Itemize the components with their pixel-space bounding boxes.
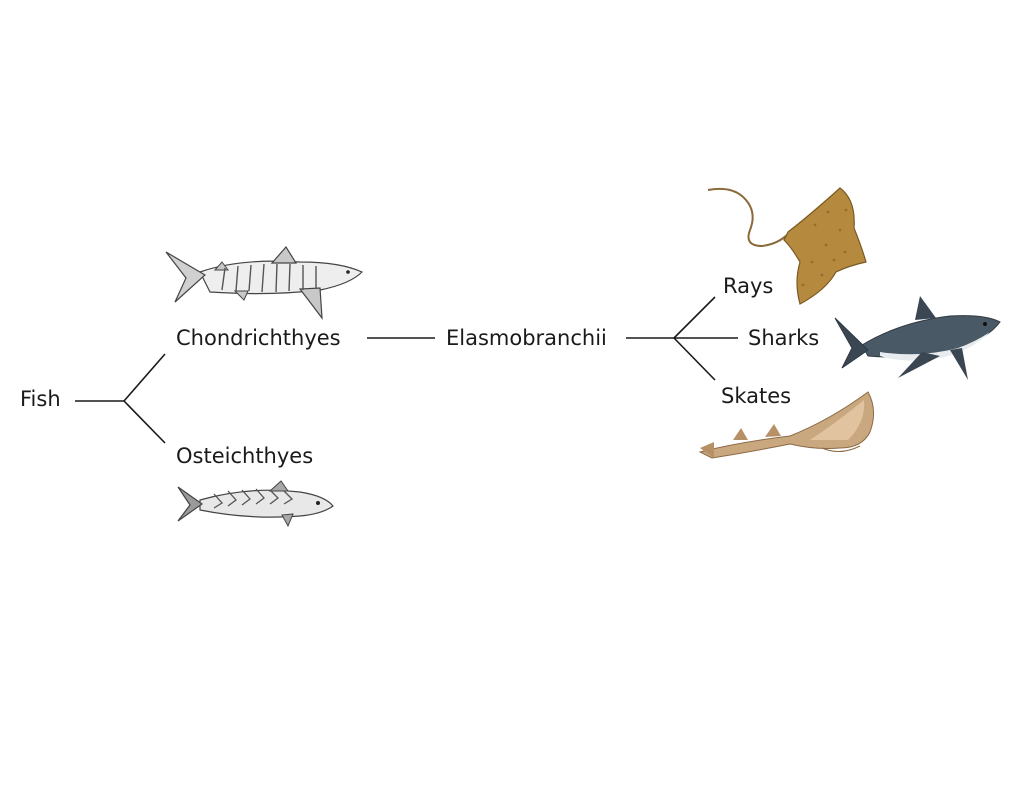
node-elasmobranchii: Elasmobranchii xyxy=(446,326,607,350)
node-osteichthyes: Osteichthyes xyxy=(176,444,314,468)
elasmobranchii-to-skates-branch xyxy=(673,337,716,381)
elasmobranchii-to-rays-branch xyxy=(673,296,716,339)
great-white-shark-illustration xyxy=(834,296,1001,380)
tiger-shark-illustration xyxy=(165,245,364,320)
fish-to-chondrichthyes-branch xyxy=(123,353,166,402)
guitarfish-illustration xyxy=(698,391,874,459)
node-fish: Fish xyxy=(20,387,61,411)
node-skates: Skates xyxy=(721,384,792,408)
node-rays: Rays xyxy=(723,274,774,298)
node-chondrichthyes: Chondrichthyes xyxy=(176,326,341,350)
fish-to-osteichthyes-branch xyxy=(123,400,166,444)
eagle-ray-illustration xyxy=(707,187,867,305)
mackerel-illustration xyxy=(177,480,334,528)
node-sharks: Sharks xyxy=(748,326,820,350)
